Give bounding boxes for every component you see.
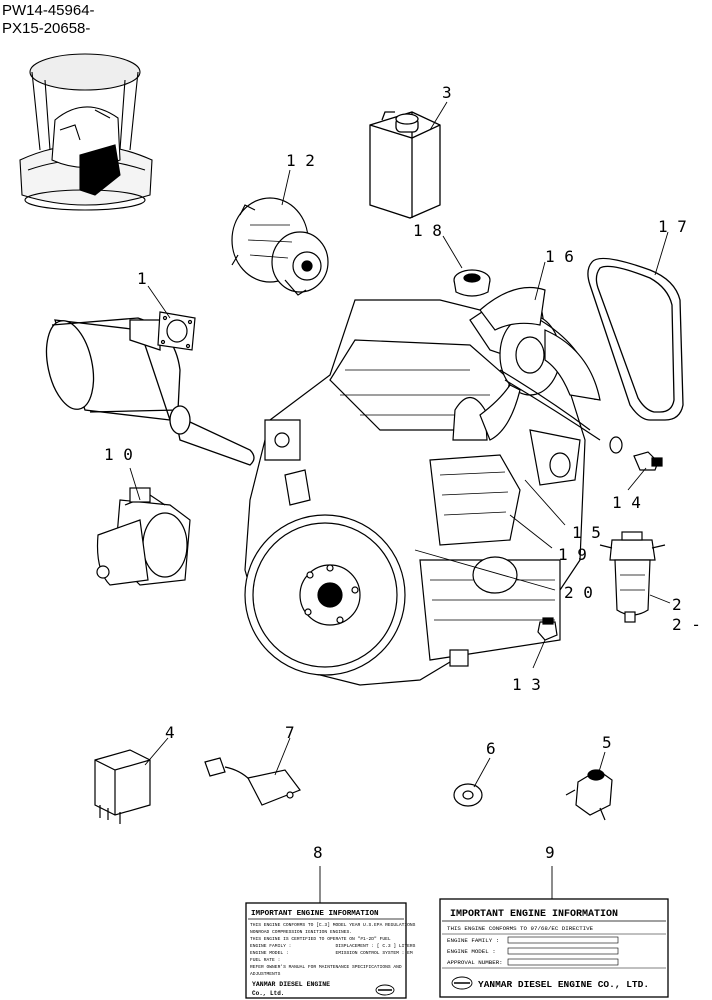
leader-13 bbox=[532, 639, 546, 669]
leader-2 bbox=[649, 594, 671, 604]
leader-6 bbox=[473, 757, 491, 788]
callout-8: 8 bbox=[313, 843, 323, 862]
callout-5: 5 bbox=[602, 733, 612, 752]
label-8-footer: YANMAR DIESEL ENGINE bbox=[252, 981, 330, 988]
leader-5 bbox=[597, 751, 606, 776]
leader-7 bbox=[274, 737, 291, 776]
label-8-footer-2: Co., Ltd. bbox=[252, 990, 284, 997]
callout-9: 9 bbox=[545, 843, 555, 862]
label-9-line-1: THIS ENGINE CONFORMS TO 97/68/EC DIRECTI… bbox=[447, 925, 594, 932]
engine-assembly bbox=[244, 299, 601, 686]
callout-17: 1 7 bbox=[658, 217, 687, 236]
alternator bbox=[231, 197, 329, 296]
label-9-title: IMPORTANT ENGINE INFORMATION bbox=[450, 909, 618, 920]
label-8-line-4: ENGINE FAMILY : DISPLACEMENT : [ C.3 ] L… bbox=[250, 943, 416, 949]
oil-pressure-switch bbox=[537, 617, 558, 641]
serial-number-2: PX15-20658- bbox=[2, 20, 90, 37]
muffler-gasket bbox=[157, 311, 196, 351]
callout-6: 6 bbox=[486, 739, 496, 758]
callout-3: 3 bbox=[442, 83, 452, 102]
leader-10 bbox=[129, 467, 141, 501]
label-8-line-5: ENGINE MODEL : EMISSION CONTROL SYSTEM :… bbox=[250, 950, 413, 956]
callout-2-dash: 2 - bbox=[672, 615, 701, 634]
label-8-line-8: ADJUSTMENTS bbox=[250, 971, 281, 977]
callout-10: 1 0 bbox=[104, 445, 133, 464]
washer bbox=[453, 783, 483, 807]
leader-16 bbox=[534, 261, 546, 301]
stop-solenoid bbox=[565, 769, 613, 821]
callout-2: 2 bbox=[672, 595, 682, 614]
leader-12 bbox=[281, 169, 291, 206]
v-belt bbox=[587, 257, 684, 421]
callout-18: 1 8 bbox=[413, 221, 442, 240]
label-8-line-1: THIS ENGINE CONFORMS TO [C.3] MODEL YEAR… bbox=[250, 922, 416, 928]
coolant-reservoir-tank bbox=[369, 111, 441, 219]
leader-15 bbox=[524, 479, 566, 526]
label-8-line-3: THIS ENGINE IS CERTIFIED TO OPERATE ON "… bbox=[250, 936, 391, 942]
leader-18 bbox=[442, 235, 463, 269]
callout-13: 1 3 bbox=[512, 675, 541, 694]
muffler bbox=[45, 317, 255, 466]
leader-3 bbox=[429, 101, 448, 131]
label-8-line-7: REFER OWNER'S MANUAL FOR MAINTENANCE SPE… bbox=[250, 964, 402, 970]
callout-4: 4 bbox=[165, 723, 175, 742]
temperature-sender bbox=[609, 436, 663, 471]
callout-12: 1 2 bbox=[286, 151, 315, 170]
cooling-fan bbox=[479, 286, 601, 441]
label-8-title: IMPORTANT ENGINE INFORMATION bbox=[251, 910, 379, 918]
leader-1 bbox=[147, 285, 171, 319]
serial-number-1: PW14-45964- bbox=[2, 2, 95, 19]
label-8-line-6: FUEL RATE : bbox=[250, 957, 335, 963]
leader-17 bbox=[654, 231, 669, 276]
callout-15: 1 5 bbox=[572, 523, 601, 542]
machine-location-thumbnail bbox=[19, 53, 153, 211]
thermostat bbox=[453, 269, 491, 297]
label-9-field-3: APPROVAL NUMBER: bbox=[447, 959, 503, 966]
callout-1: 1 bbox=[137, 269, 147, 288]
callout-20: 2 0 bbox=[564, 583, 593, 602]
starter-motor bbox=[96, 487, 191, 586]
fuel-filter bbox=[599, 531, 666, 623]
label-8-line-2: NONROAD COMPRESSION IGNITION ENGINES. bbox=[250, 929, 352, 935]
callout-16: 1 6 bbox=[545, 247, 574, 266]
leader-20 bbox=[414, 549, 556, 591]
leader-19 bbox=[509, 514, 553, 549]
leader-4 bbox=[144, 737, 169, 766]
leader-14 bbox=[627, 467, 647, 491]
callout-19: 1 9 bbox=[558, 545, 587, 564]
label-9-field-1: ENGINE FAMILY : bbox=[447, 937, 499, 944]
callout-14: 1 4 bbox=[612, 493, 641, 512]
emission-label-ec: IMPORTANT ENGINE INFORMATION THIS ENGINE… bbox=[439, 898, 669, 998]
callout-7: 7 bbox=[285, 723, 295, 742]
emission-label-us: IMPORTANT ENGINE INFORMATION THIS ENGINE… bbox=[245, 902, 416, 999]
label-9-field-2: ENGINE MODEL : bbox=[447, 948, 496, 955]
relay bbox=[94, 749, 151, 824]
label-9-footer: YANMAR DIESEL ENGINE CO., LTD. bbox=[478, 979, 649, 990]
timer-unit bbox=[204, 757, 301, 806]
